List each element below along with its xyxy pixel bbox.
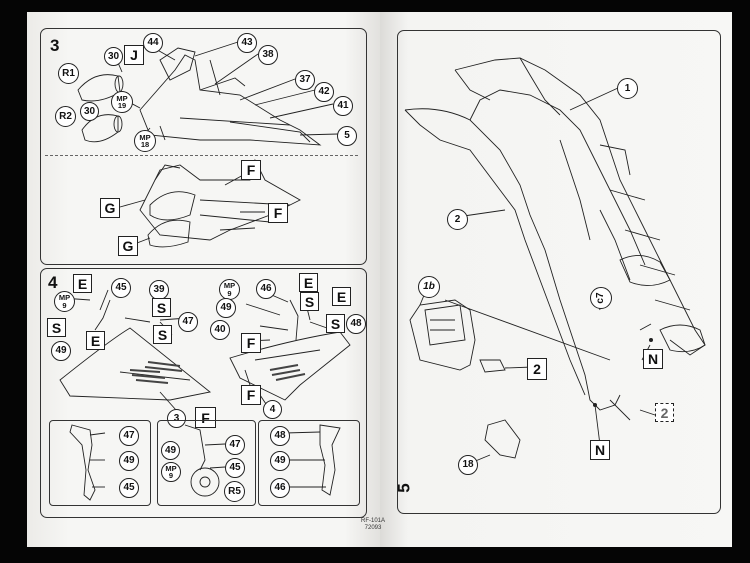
callout-18: 18 — [458, 455, 478, 475]
callout-45-step4: 45 — [111, 278, 131, 298]
detail3-callout-48: 48 — [270, 426, 290, 446]
mp-label: MP — [116, 93, 128, 103]
detail1-callout-49: 49 — [119, 451, 139, 471]
step-4-panel — [40, 268, 367, 518]
callout-5: 5 — [337, 126, 357, 146]
kit-model: RF-101A — [360, 518, 385, 524]
detail3-callout-49: 49 — [270, 451, 290, 471]
label-F-step4-right: F — [241, 385, 261, 405]
label-S-3: S — [153, 325, 172, 344]
detail1-callout-45: 45 — [119, 478, 139, 498]
label-S-2: S — [47, 318, 66, 337]
callout-30-bottom: 30 — [80, 102, 99, 121]
detail2-callout-45: 45 — [225, 458, 245, 478]
label-2-dashed: 2 — [655, 403, 674, 422]
callout-49-right: 49 — [216, 298, 236, 318]
label-G-left: G — [100, 198, 120, 218]
callout-1: 1 — [617, 78, 638, 99]
detail1-callout-47: 47 — [119, 426, 139, 446]
detail2-callout-49: 49 — [161, 441, 180, 460]
callout-37: 37 — [295, 70, 315, 90]
kit-code: RF-101A 72093 — [358, 518, 388, 532]
label-G-bottom: G — [118, 236, 138, 256]
detail3-callout-46: 46 — [270, 478, 290, 498]
mp-number: 9 — [62, 300, 67, 310]
label-F-right: F — [268, 203, 288, 223]
label-E-3: E — [299, 273, 318, 292]
callout-48-step4: 48 — [346, 314, 366, 334]
callout-4: 4 — [263, 400, 282, 419]
step-4-number: 4 — [48, 273, 58, 292]
label-E-1: E — [73, 274, 92, 293]
label-F-top: F — [241, 160, 261, 180]
callout-c7: c7 — [590, 287, 612, 309]
mp-label: MP — [139, 132, 151, 142]
callout-42: 42 — [314, 82, 334, 102]
callout-44: 44 — [143, 33, 163, 53]
step-3-divider — [45, 155, 358, 156]
callout-40: 40 — [210, 320, 230, 340]
label-J: J — [124, 45, 144, 65]
callout-49-left: 49 — [51, 341, 71, 361]
callout-2: 2 — [447, 209, 468, 230]
label-S-5: S — [326, 314, 345, 333]
callout-43: 43 — [237, 33, 257, 53]
label-E-4: E — [332, 287, 351, 306]
mp-label: MP — [58, 293, 71, 302]
mp-label: MP — [223, 281, 236, 290]
detail2-callout-47: 47 — [225, 435, 245, 455]
callout-38: 38 — [258, 45, 278, 65]
callout-R1: R1 — [58, 63, 79, 84]
label-E-2: E — [86, 331, 105, 350]
detail2-callout-R5: R5 — [224, 481, 245, 502]
callout-46-step4: 46 — [256, 279, 276, 299]
label-N-bottom: N — [590, 440, 610, 460]
mp-label: MP — [165, 463, 177, 473]
step-3-panel — [40, 28, 367, 265]
detail-box-2 — [157, 420, 256, 506]
mp-number: 18 — [140, 140, 150, 149]
label-S-4: S — [300, 292, 319, 311]
callout-30-top: 30 — [104, 47, 123, 66]
label-S-1: S — [152, 298, 171, 317]
detail-box-3 — [258, 420, 360, 506]
mp-number: 19 — [117, 101, 127, 110]
callout-3: 3 — [167, 409, 186, 428]
step-5-panel — [397, 30, 721, 514]
kit-number: 72093 — [364, 525, 382, 531]
label-F-step4-mid: F — [241, 333, 261, 353]
right-page — [380, 12, 732, 547]
callout-47-step4: 47 — [178, 312, 198, 332]
label-N-top: N — [643, 349, 663, 369]
label-2-step5: 2 — [527, 358, 547, 380]
callout-1b: 1b — [418, 276, 440, 298]
step-3-number: 3 — [50, 36, 60, 55]
mp-number: 9 — [227, 288, 232, 298]
callout-41: 41 — [333, 96, 353, 116]
label-F-step4-left: F — [195, 407, 216, 428]
detail-box-1 — [49, 420, 151, 506]
callout-R2: R2 — [55, 106, 76, 127]
mp-number: 9 — [168, 471, 174, 480]
